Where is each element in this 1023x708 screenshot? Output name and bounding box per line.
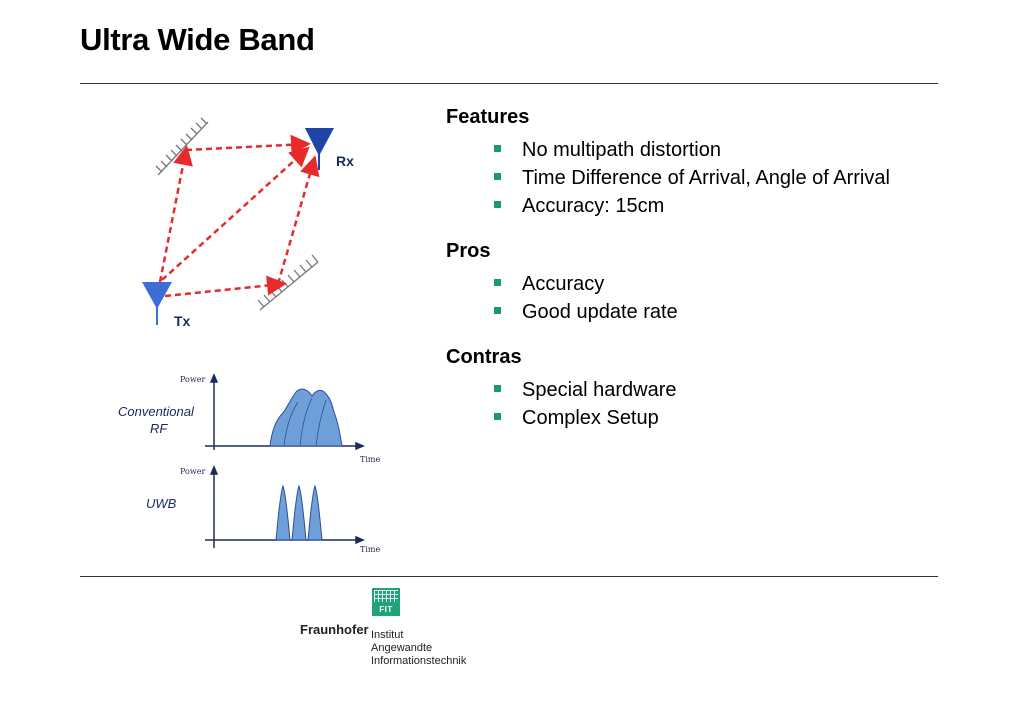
list-item-text: Time Difference of Arrival, Angle of Arr… — [522, 167, 890, 189]
rx-label: Rx — [336, 153, 354, 169]
ray-tx-to-wall-bottom — [164, 275, 287, 298]
pros-section: Pros Accuracy Good update rate — [446, 238, 986, 326]
list-item: Accuracy — [494, 270, 986, 298]
conventional-rf-label-line1: Conventional — [118, 404, 195, 419]
list-item-text: Accuracy — [522, 273, 605, 295]
fraunhofer-fit-logo: FIT Fraunhofer Institut Angewandte Infor… — [300, 588, 500, 668]
list-item: Complex Setup — [494, 404, 986, 432]
reflector-wall-bottom — [257, 254, 319, 311]
footer-divider — [80, 576, 938, 577]
time-axis-label-bottom: Time — [360, 545, 380, 554]
uwb-label: UWB — [146, 496, 177, 511]
pros-list: Accuracy Good update rate — [446, 270, 986, 326]
bullet-icon — [494, 413, 501, 420]
bullet-icon — [494, 385, 501, 392]
time-axis-label-top: Time — [360, 455, 380, 464]
logo-institute: Institut Angewandte Informationstechnik — [371, 629, 466, 668]
logo-institute-line: Angewandte — [371, 642, 433, 654]
fit-logo-text: FIT — [379, 605, 393, 614]
content-column: Features No multipath distortion Time Di… — [446, 104, 986, 450]
ray-direct — [161, 146, 310, 281]
bullet-icon — [494, 307, 501, 314]
conventional-rf-spectrum — [269, 388, 343, 447]
tx-antenna-icon — [142, 282, 172, 325]
tx-label: Tx — [174, 313, 191, 329]
power-axis-label-bottom: Power — [180, 467, 205, 476]
list-item: Time Difference of Arrival, Angle of Arr… — [494, 164, 986, 192]
bullet-icon — [494, 145, 501, 152]
list-item-text: Accuracy: 15cm — [522, 195, 665, 217]
slide-title: Ultra Wide Band — [80, 22, 315, 57]
reflector-wall-top — [155, 117, 209, 176]
waveform-comparison: Power Time Power Time Conventional RF UW… — [118, 373, 380, 554]
features-heading: Features — [446, 106, 530, 128]
power-axis-label-top: Power — [180, 375, 205, 384]
list-item-text: Complex Setup — [522, 407, 659, 429]
features-section: Features No multipath distortion Time Di… — [446, 104, 986, 220]
bullet-icon — [494, 279, 501, 286]
contras-section: Contras Special hardware Complex Setup — [446, 344, 986, 432]
pros-heading: Pros — [446, 240, 491, 262]
ray-tx-to-wall-top — [158, 145, 193, 283]
logo-brand: Fraunhofer — [300, 622, 369, 637]
list-item: No multipath distortion — [494, 136, 986, 164]
ray-wall-bottom-to-rx — [276, 155, 320, 285]
logo-institute-line: Informationstechnik — [371, 655, 467, 667]
ray-wall-top-to-rx — [185, 134, 311, 155]
contras-list: Special hardware Complex Setup — [446, 376, 986, 432]
rx-antenna-icon — [305, 128, 334, 170]
fit-logo-icon: FIT — [372, 588, 400, 616]
list-item-text: No multipath distortion — [522, 139, 721, 161]
contras-heading: Contras — [446, 346, 522, 368]
header-divider — [80, 83, 938, 84]
bullet-icon — [494, 201, 501, 208]
list-item: Special hardware — [494, 376, 986, 404]
uwb-pulses — [275, 484, 323, 541]
multipath-diagram: Rx Tx — [142, 117, 354, 329]
logo-institute-line: Institut — [371, 629, 404, 641]
list-item-text: Good update rate — [522, 301, 678, 323]
features-list: No multipath distortion Time Difference … — [446, 136, 986, 220]
bullet-icon — [494, 173, 501, 180]
list-item-text: Special hardware — [522, 379, 677, 401]
list-item: Accuracy: 15cm — [494, 192, 986, 220]
signal-rays — [158, 134, 320, 298]
list-item: Good update rate — [494, 298, 986, 326]
conventional-rf-label-line2: RF — [150, 421, 168, 436]
